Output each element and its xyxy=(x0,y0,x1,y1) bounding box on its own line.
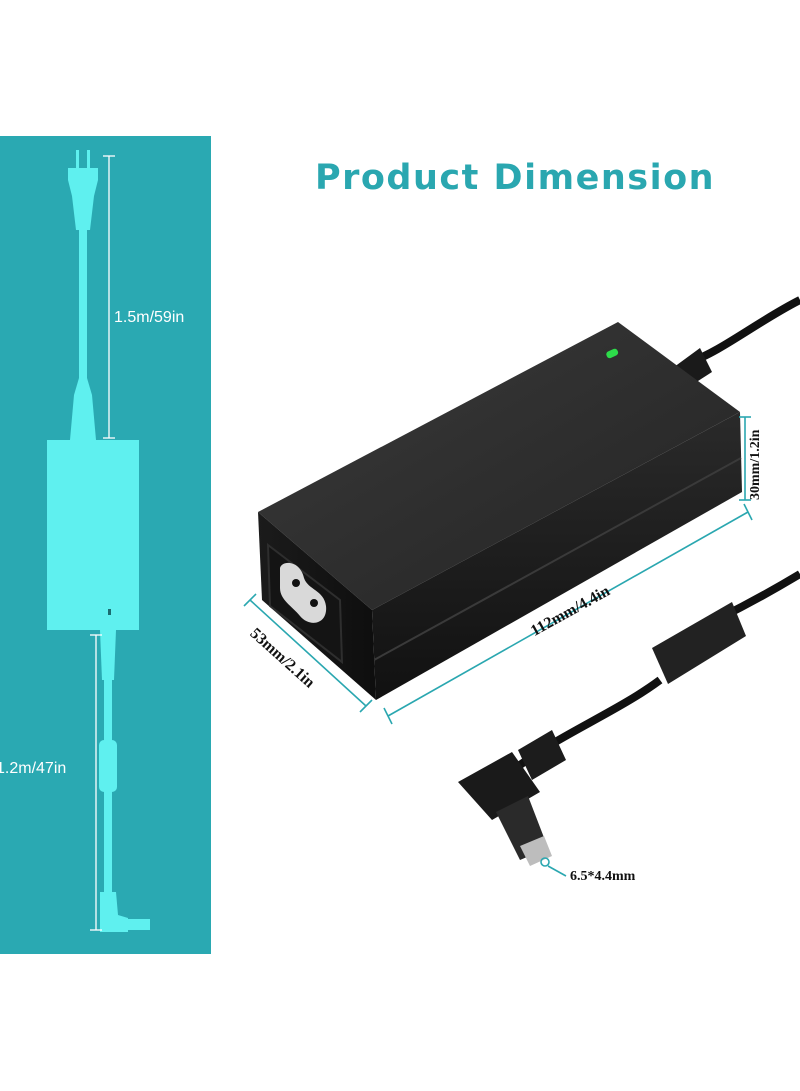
dc-cord xyxy=(104,680,112,740)
height-dimension-label: 30mm/1.2in xyxy=(748,429,763,500)
adapter-seam xyxy=(373,457,742,661)
adapter-side-face xyxy=(372,412,742,700)
adapter-top-face xyxy=(258,322,740,610)
cable-dimension-lines xyxy=(90,155,115,931)
tip-dimension-label: 6.5*4.4mm xyxy=(570,869,636,884)
ac-plug-icon xyxy=(68,150,98,230)
ac-cable-length-label: 1.5m/59in xyxy=(114,309,185,326)
power-adapter-silhouette xyxy=(47,440,139,630)
dc-ferrite-bead xyxy=(652,602,746,684)
silhouette-led xyxy=(108,609,111,615)
ac-cord xyxy=(79,228,87,378)
ac-output-cord xyxy=(688,296,800,366)
dc-plug-icon xyxy=(100,892,150,932)
led-indicator xyxy=(606,348,619,359)
dc-plug-icon xyxy=(458,752,552,866)
dc-cable-length-label: 1.2m/47in xyxy=(0,760,67,777)
dimension-lines xyxy=(243,416,753,877)
ac-strain-relief xyxy=(70,378,96,440)
c7-inlet-icon xyxy=(280,562,327,623)
dc-strain-relief xyxy=(100,630,116,680)
ferrite-bead xyxy=(99,740,117,792)
dc-strain-boot xyxy=(518,730,566,780)
dc-cord-lower xyxy=(104,792,112,892)
page-title: Product Dimension xyxy=(314,158,716,198)
